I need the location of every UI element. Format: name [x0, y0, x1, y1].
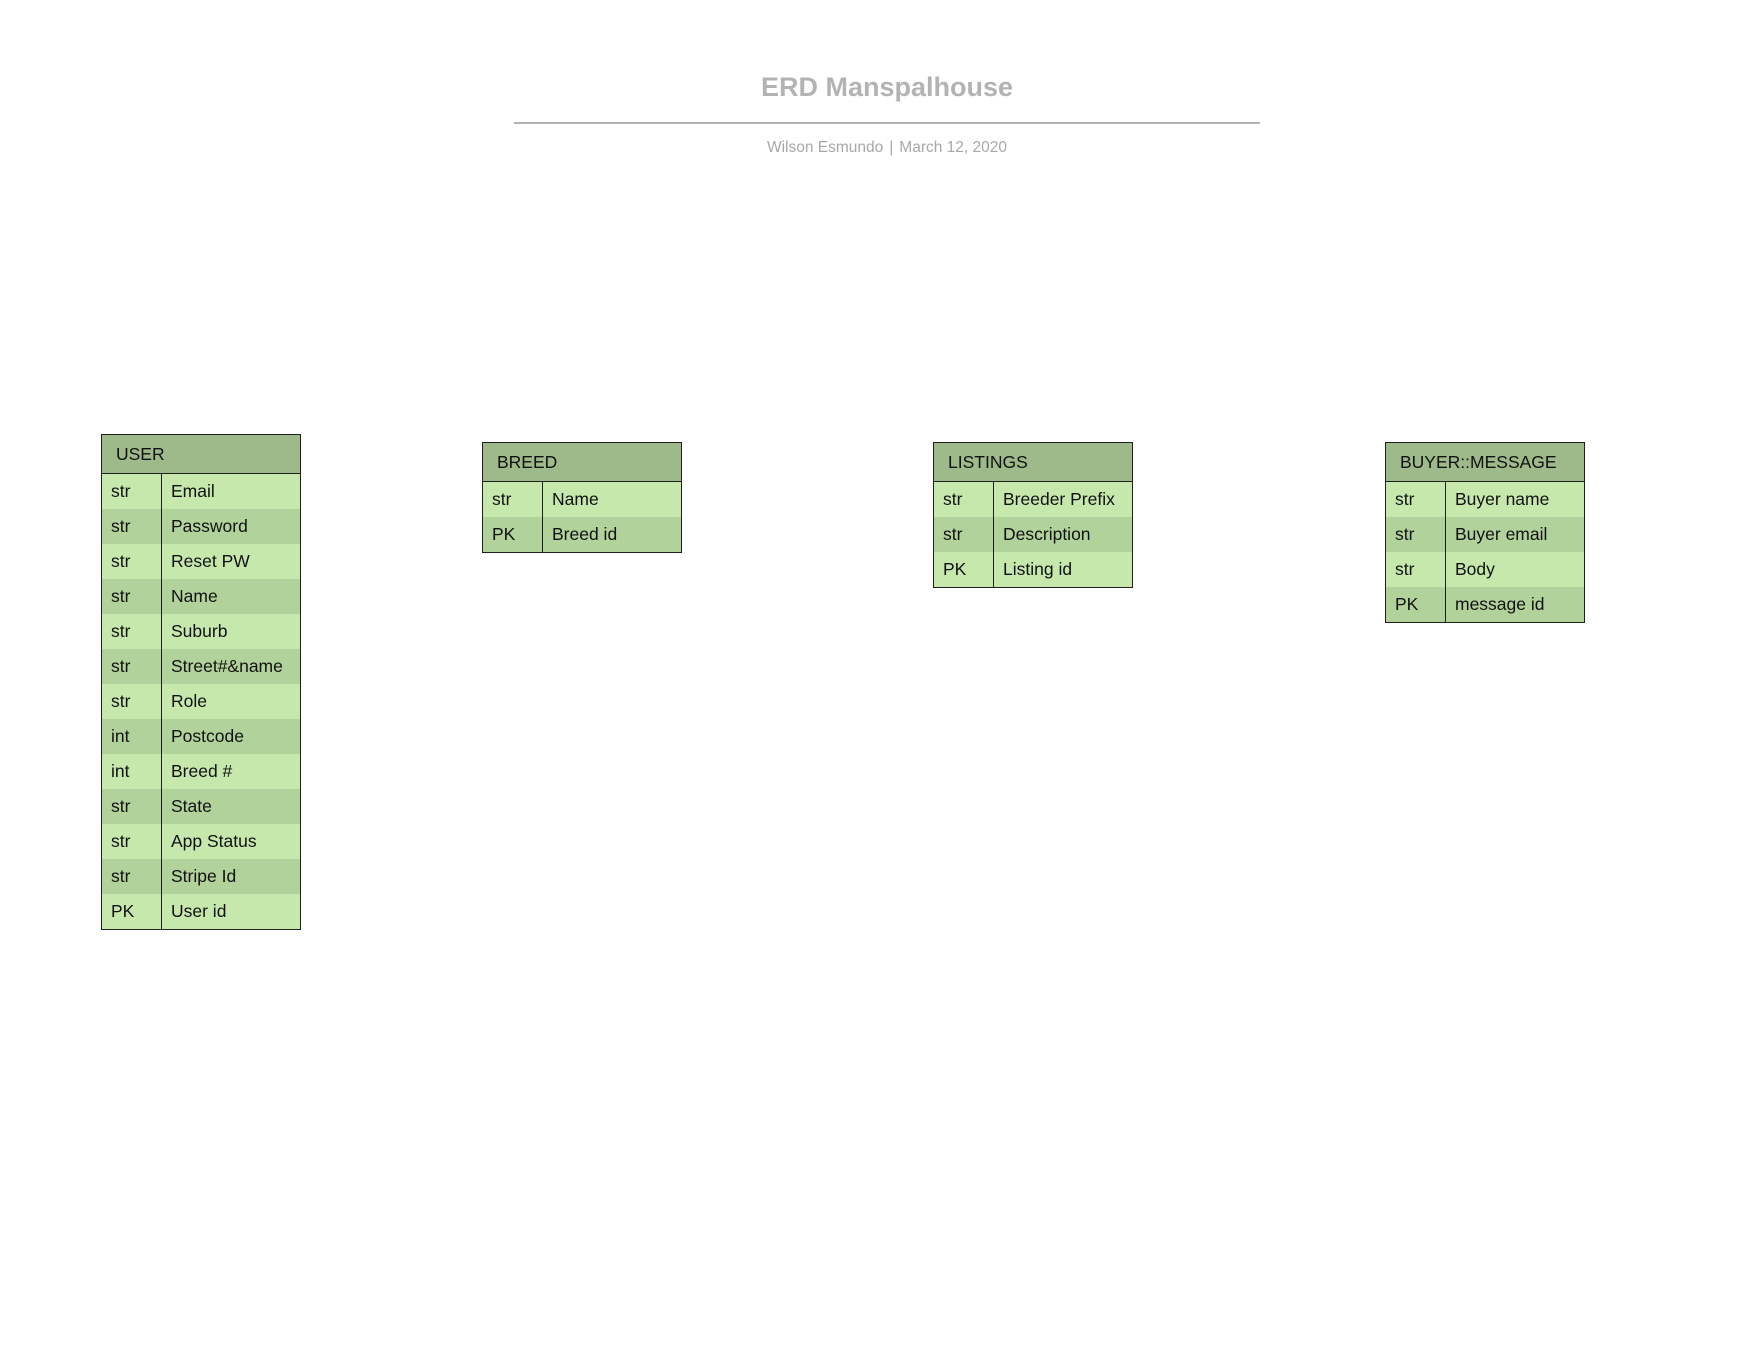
entity-name: USER — [102, 435, 300, 474]
entity-field-row[interactable]: str Suburb — [102, 614, 300, 649]
field-name: Listing id — [1003, 559, 1073, 579]
field-name: Body — [1455, 559, 1495, 579]
entity-field-row[interactable]: PK Breed id — [483, 517, 681, 552]
field-name: State — [171, 796, 212, 816]
field-name: User id — [171, 901, 227, 921]
entity-field-row[interactable]: str Email — [102, 474, 300, 509]
entity-field-row[interactable]: str Name — [483, 482, 681, 517]
field-type: str — [934, 517, 994, 552]
entity-name: BUYER::MESSAGE — [1386, 443, 1584, 482]
field-name: Suburb — [171, 621, 228, 641]
author-name: Wilson Esmundo — [766, 139, 884, 156]
field-type: str — [1386, 482, 1446, 517]
field-type: PK — [934, 552, 994, 587]
entity-field-row[interactable]: str Buyer email — [1386, 517, 1584, 552]
field-name: Name — [552, 489, 599, 509]
field-type: PK — [102, 894, 162, 929]
field-name: Stripe Id — [171, 866, 237, 886]
field-type: int — [102, 754, 162, 789]
field-name: Password — [171, 516, 248, 536]
entity-field-row[interactable]: str Street#&name — [102, 649, 300, 684]
field-type: PK — [483, 517, 543, 552]
diagram-date: March 12, 2020 — [899, 139, 1008, 156]
subtitle-separator: | — [889, 139, 894, 156]
entity-name: LISTINGS — [934, 443, 1132, 482]
entity-field-row[interactable]: int Postcode — [102, 719, 300, 754]
diagram-title: ERD Manspalhouse — [760, 72, 1014, 102]
entity-field-row[interactable]: PK User id — [102, 894, 300, 929]
field-name: Description — [1003, 524, 1091, 544]
field-name: Buyer name — [1455, 489, 1550, 509]
field-name: Buyer email — [1455, 524, 1548, 544]
entity-field-row[interactable]: str App Status — [102, 824, 300, 859]
entity-name: BREED — [483, 443, 681, 482]
title-divider — [514, 122, 1260, 124]
entity-field-row[interactable]: PK Listing id — [934, 552, 1132, 587]
field-type: int — [102, 719, 162, 754]
field-type: str — [102, 509, 162, 544]
field-name: Breeder Prefix — [1003, 489, 1115, 509]
field-type: str — [102, 579, 162, 614]
field-type: str — [102, 649, 162, 684]
field-name: Postcode — [171, 726, 244, 746]
field-type: str — [483, 482, 543, 517]
field-name: Reset PW — [171, 551, 250, 571]
field-type: str — [102, 684, 162, 719]
field-name: Breed id — [552, 524, 618, 544]
field-type: str — [102, 824, 162, 859]
field-type: str — [1386, 552, 1446, 587]
entity-field-row[interactable]: PK message id — [1386, 587, 1584, 622]
entity-field-row[interactable]: str State — [102, 789, 300, 824]
entity-field-row[interactable]: str Password — [102, 509, 300, 544]
entity-field-row[interactable]: str Reset PW — [102, 544, 300, 579]
entity-field-row[interactable]: str Buyer name — [1386, 482, 1584, 517]
entity-field-row[interactable]: str Description — [934, 517, 1132, 552]
field-name: message id — [1455, 594, 1545, 614]
field-type: str — [102, 544, 162, 579]
field-type: str — [102, 614, 162, 649]
entity-field-row[interactable]: str Breeder Prefix — [934, 482, 1132, 517]
diagram-subtitle: Wilson Esmundo | March 12, 2020 — [514, 138, 1260, 158]
field-type: str — [102, 789, 162, 824]
field-type: str — [102, 859, 162, 894]
field-name: Role — [171, 691, 207, 711]
field-type: str — [934, 482, 994, 517]
entity-field-row[interactable]: str Role — [102, 684, 300, 719]
entity-field-row[interactable]: str Name — [102, 579, 300, 614]
entity-field-row[interactable]: str Stripe Id — [102, 859, 300, 894]
field-name: Name — [171, 586, 218, 606]
diagram-header: ERD Manspalhouse Wilson Esmundo | March 12… — [514, 68, 1260, 158]
entity-field-row[interactable]: str Body — [1386, 552, 1584, 587]
field-type: str — [1386, 517, 1446, 552]
field-name: App Status — [171, 831, 257, 851]
field-name: Email — [171, 481, 215, 501]
field-name: Breed # — [171, 761, 233, 781]
field-name: Street#&name — [171, 656, 283, 676]
field-type: PK — [1386, 587, 1446, 622]
field-type: str — [102, 474, 162, 509]
entity-field-row[interactable]: int Breed # — [102, 754, 300, 789]
